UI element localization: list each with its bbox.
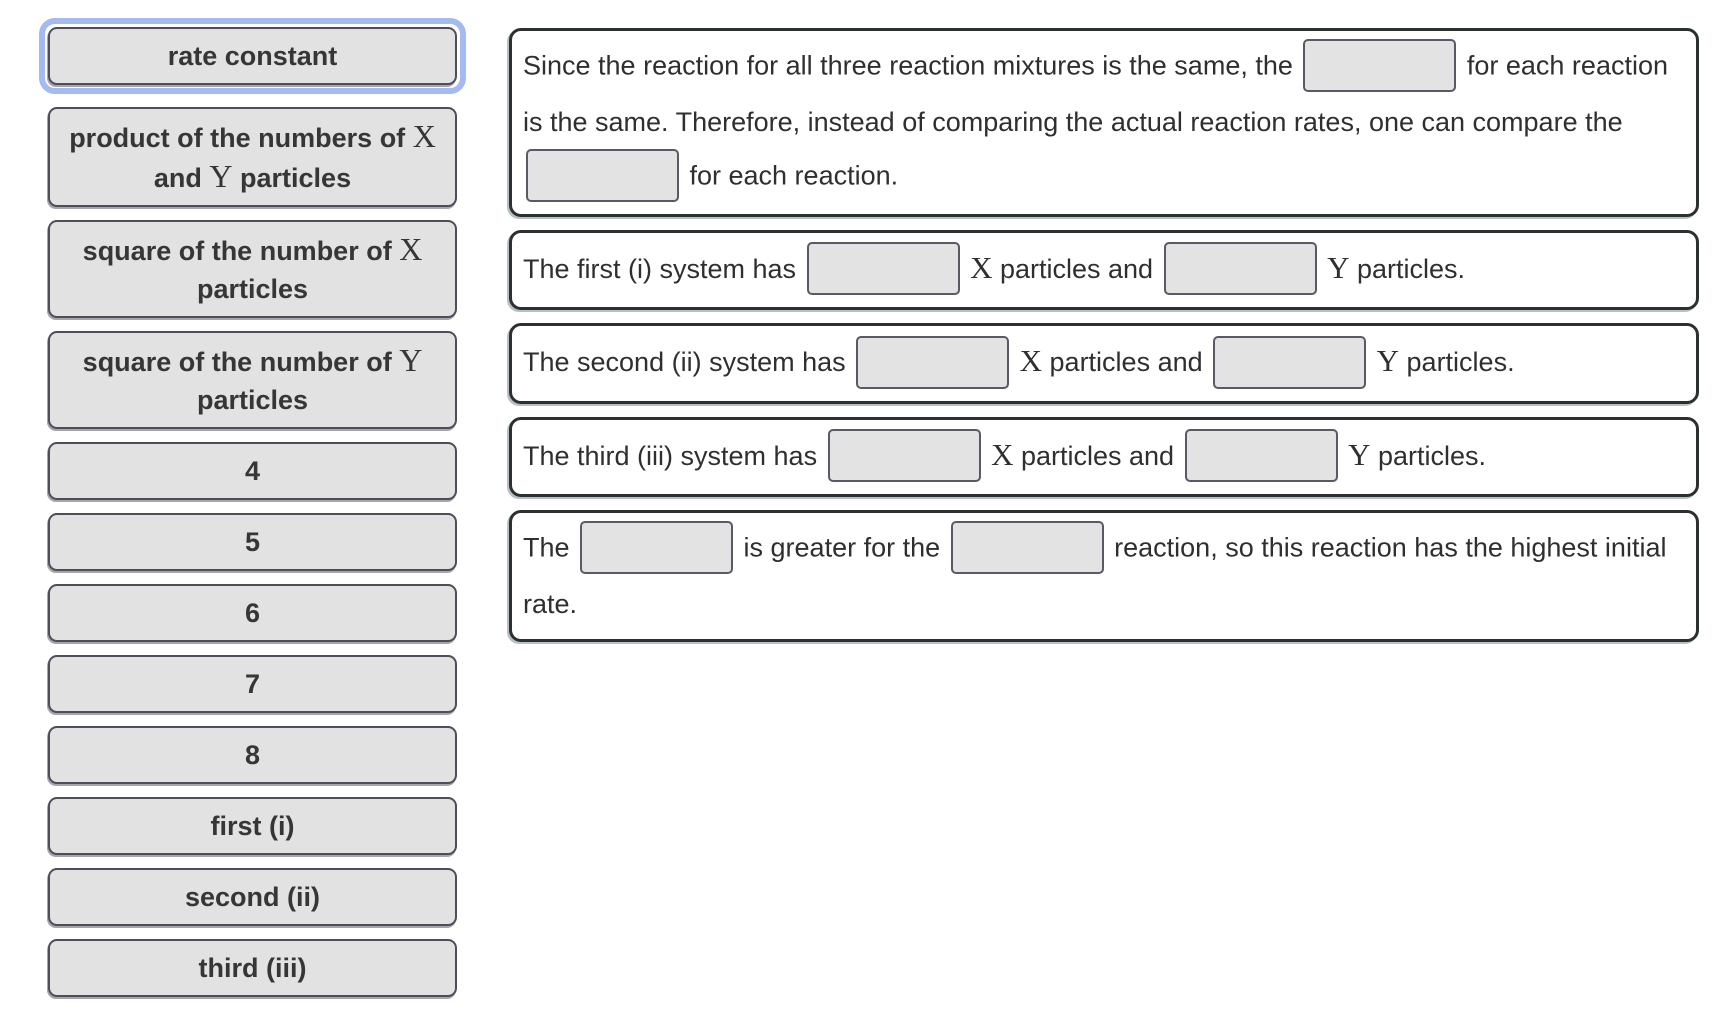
chip-second-ii[interactable]: second (ii)	[48, 868, 457, 926]
drop-zone-blank[interactable]	[1184, 429, 1338, 483]
drop-zone-blank[interactable]	[806, 242, 960, 296]
drop-zone-blank[interactable]	[1303, 39, 1457, 92]
text-run: square of the number of	[82, 347, 400, 377]
text-run: The third (iii) system has	[523, 440, 825, 471]
sentence-box-rate-constant: Since the reaction for all three reactio…	[509, 28, 1699, 217]
chip-4[interactable]: 4	[48, 442, 457, 500]
math-symbol: Y	[1327, 250, 1350, 285]
chip-first-i[interactable]: first (i)	[48, 797, 457, 855]
text-run: product of the numbers of	[69, 123, 413, 153]
text-run	[1012, 347, 1020, 377]
text-run	[1369, 347, 1377, 377]
text-run: particles	[196, 385, 309, 415]
text-run	[984, 441, 992, 471]
text-run: particles.	[1349, 254, 1465, 284]
sentence-box-third-system: The third (iii) system has X particles a…	[509, 416, 1699, 498]
selected-chip-focus-ring: rate constant	[39, 18, 466, 94]
drop-zone-blank[interactable]	[526, 149, 679, 202]
text-run: and	[153, 163, 210, 193]
chip-rate-constant[interactable]: rate constant	[48, 27, 457, 85]
text-run: particles and	[1013, 440, 1182, 471]
drop-zone-blank[interactable]	[1163, 242, 1317, 296]
chip-square-of-number-of-x[interactable]: square of the number of X particles	[48, 220, 457, 318]
text-run	[963, 254, 971, 284]
word-bank: rate constant product of the numbers of X…	[39, 18, 466, 997]
math-symbol: X	[412, 118, 436, 154]
math-symbol: X	[1019, 343, 1043, 379]
math-symbol: X	[991, 436, 1014, 472]
math-symbol: X	[399, 231, 423, 267]
text-run: second (ii)	[184, 882, 320, 912]
sentence-box-conclusion: The is greater for the reaction, so this…	[509, 510, 1699, 643]
chip-6[interactable]: 6	[48, 584, 457, 642]
drop-zone-blank[interactable]	[580, 521, 734, 575]
text-run: particles and	[1042, 347, 1211, 378]
text-run: particles.	[1399, 347, 1515, 378]
math-symbol: Y	[1376, 343, 1400, 379]
sentence-box-first-system: The first (i) system has X particles and…	[509, 230, 1699, 311]
chip-product-of-numbers-of-x-and-y[interactable]: product of the numbers of X and Y partic…	[48, 107, 457, 207]
text-run: rate constant	[167, 41, 338, 71]
text-run: for each reaction is the same. Therefore…	[523, 50, 1668, 137]
text-run: 8	[244, 740, 261, 770]
text-run: particles	[232, 163, 352, 193]
chip-5[interactable]: 5	[48, 513, 457, 571]
text-run: for each reaction.	[682, 160, 899, 191]
sentence-box-second-system: The second (ii) system has X particles a…	[509, 323, 1699, 404]
math-symbol: Y	[399, 342, 423, 378]
text-run: particles	[196, 274, 309, 304]
drop-zone-blank[interactable]	[827, 429, 981, 483]
text-run	[1341, 441, 1349, 471]
text-run: The first (i) system has	[523, 254, 804, 284]
chip-8[interactable]: 8	[48, 726, 457, 784]
drop-zone-blank[interactable]	[1213, 335, 1367, 389]
text-run: third (iii)	[198, 953, 307, 983]
chip-square-of-number-of-y[interactable]: square of the number of Y particles	[48, 331, 457, 429]
math-symbol: Y	[209, 158, 233, 194]
text-run: is greater for the	[736, 532, 948, 563]
text-run: 6	[244, 598, 261, 628]
text-run: 5	[244, 527, 261, 557]
text-run: The second (ii) system has	[523, 347, 854, 378]
text-run	[1320, 254, 1328, 284]
math-symbol: X	[970, 250, 993, 285]
drop-zone-blank[interactable]	[856, 335, 1010, 389]
drop-zone-blank[interactable]	[950, 521, 1104, 575]
text-run: reaction, so this reaction has the highe…	[523, 532, 1667, 620]
sentence-panel: Since the reaction for all three reactio…	[509, 28, 1699, 643]
text-run: 4	[244, 456, 261, 486]
text-run: first (i)	[210, 811, 295, 841]
text-run: particles and	[992, 254, 1161, 284]
text-run: 7	[244, 669, 261, 699]
text-run: square of the number of	[82, 236, 400, 266]
chip-7[interactable]: 7	[48, 655, 457, 713]
text-run: The	[523, 532, 578, 563]
text-run: Since the reaction for all three reactio…	[523, 50, 1301, 81]
math-symbol: Y	[1348, 436, 1371, 472]
text-run: particles.	[1370, 440, 1487, 471]
chip-third-iii[interactable]: third (iii)	[48, 939, 457, 997]
